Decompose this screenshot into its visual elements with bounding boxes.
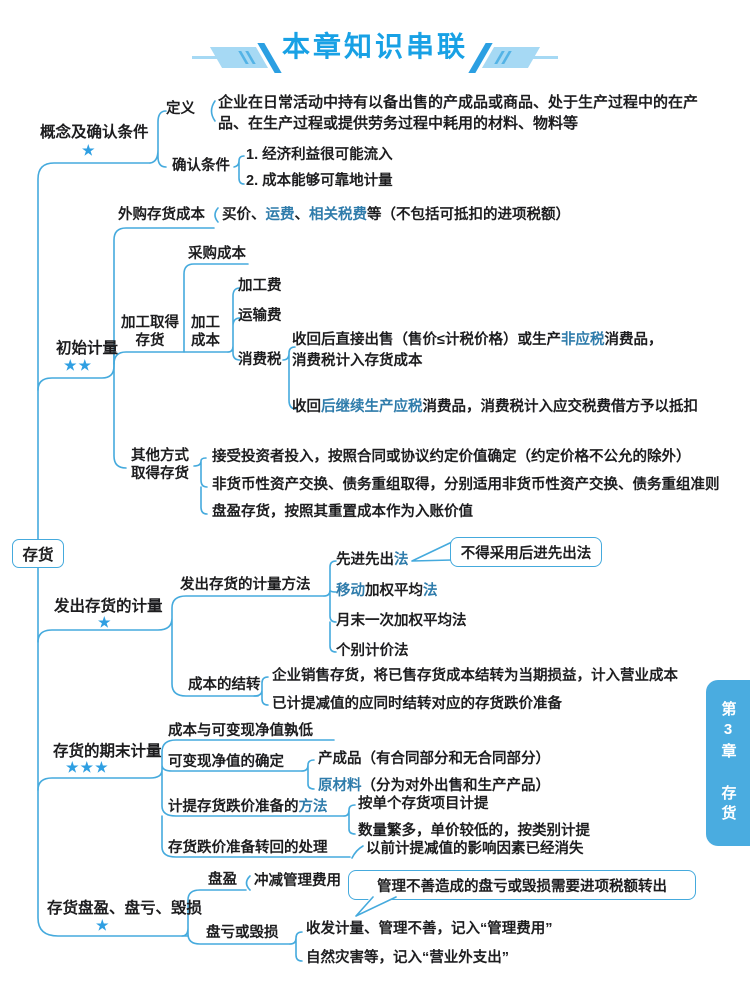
other-acquisition-item-1: 接受投资者投入，按照合同或协议约定价值确定（约定价格不公允的除外） xyxy=(212,449,691,465)
cost-carryover-item-2: 已计提减值的应同时结转对应的存货跌价准备 xyxy=(272,696,562,712)
consumption-tax-case-2: 收回后继续生产应税消费品，消费税计入应交税费借方予以抵扣 xyxy=(292,399,698,415)
root-node-inventory: 存货 xyxy=(12,539,64,568)
title-decor-right-line xyxy=(532,56,558,59)
branch-period-end-label: 存货的期末计量 xyxy=(53,743,162,760)
condition-item-2: 2. 成本能够可靠地计量 xyxy=(246,173,393,189)
other-bracket xyxy=(193,457,208,515)
conditions-bracket xyxy=(233,155,245,185)
method-moving-average: 移动加权平均法 xyxy=(336,583,438,599)
methods-bracket xyxy=(323,560,337,653)
other-acquisition-label: 其他方式取得存货 xyxy=(131,448,189,482)
nrv-raw-materials: 原材料（分为对外出售和生产产品） xyxy=(318,778,550,794)
condition-item-1: 1. 经济利益很可能流入 xyxy=(246,147,393,163)
branch-initial-measure-stars: ★★ xyxy=(64,357,94,373)
procurement-cost-label: 采购成本 xyxy=(188,246,246,262)
branch-initial-measure-label: 初始计量 xyxy=(56,340,119,357)
loss-damage-label: 盘亏或毁损 xyxy=(206,925,279,941)
loss-item-2: 自然灾害等，记入“营业外支出” xyxy=(306,950,509,966)
provision-item-1: 按单个存货项目计提 xyxy=(358,796,489,812)
purchase-brace xyxy=(214,207,219,223)
processing-fee-label: 加工费 xyxy=(238,278,282,294)
callout-no-lifo: 不得采用后进先出法 xyxy=(450,537,602,567)
branch2-mid xyxy=(113,351,229,365)
nrv-finished-goods: 产成品（有合同部分和无合同部分） xyxy=(318,751,550,767)
method-fifo: 先进先出法 xyxy=(336,552,409,568)
nrv-bracket xyxy=(301,759,315,790)
reversal-condition: 以前计提减值的影响因素已经消失 xyxy=(366,841,584,857)
consumption-tax-case-1: 收回后直接出售（售价≤计税价格）或生产非应税消费品，消费税计入存货成本 xyxy=(292,332,663,369)
loss-item-1: 收发计量、管理不善，记入“管理费用” xyxy=(306,921,553,937)
surplus-label: 盘盈 xyxy=(208,872,237,888)
branch-concept-stars: ★ xyxy=(82,142,97,158)
nrv-determination-label: 可变现净值的确定 xyxy=(168,754,284,770)
definition-label: 定义 xyxy=(166,101,195,117)
provision-bracket xyxy=(343,804,356,835)
other-acquisition-item-3: 盘盈存货，按照其重置成本作为入账价值 xyxy=(212,504,473,520)
purchased-inventory-text: 买价、运费、相关税费等（不包括可抵扣的进项税额） xyxy=(222,207,570,223)
reversal-label: 存货跌价准备转回的处理 xyxy=(168,840,328,856)
branch-concept-label: 概念及确认条件 xyxy=(40,124,149,141)
callout-vat-transfer-out: 管理不善造成的盘亏或毁损需要进项税额转出 xyxy=(348,870,696,900)
surplus-brace xyxy=(245,875,251,891)
issue-methods-label: 发出存货的计量方法 xyxy=(180,577,311,593)
branch-issue-measure-stars: ★ xyxy=(98,614,113,630)
surplus-treatment: 冲减管理费用 xyxy=(254,873,341,889)
branch-period-end-stars: ★★★ xyxy=(66,759,110,775)
method-month-end-average: 月末一次加权平均法 xyxy=(336,613,467,629)
branch-surplus-loss-label: 存货盘盈、盘亏、毁损 xyxy=(47,900,203,917)
title-decor-left-line xyxy=(192,56,218,59)
transport-fee-label: 运输费 xyxy=(238,308,282,324)
reversal-brace xyxy=(351,845,364,859)
cost-carryover-label: 成本的结转 xyxy=(188,677,261,693)
branch1-bracket xyxy=(149,110,167,168)
branch2-lower xyxy=(113,351,127,469)
definition-text: 企业在日常活动中持有以备出售的产成品或商品、处于生产过程中的在产品、在生产过程或… xyxy=(218,94,699,132)
method-specific-id: 个别计价法 xyxy=(336,643,409,659)
lower-of-cost-nrv-label: 成本与可变现净值孰低 xyxy=(168,723,313,739)
cost-carryover-item-1: 企业销售存货，将已售存货成本结转为当期损益，计入营业成本 xyxy=(272,668,678,684)
consumption-tax-label: 消费税 xyxy=(238,352,282,368)
chapter-side-tab: 第3章 存货 xyxy=(706,680,750,846)
other-acquisition-item-2: 非货币性资产交换、债务重组取得，分别适用非货币性资产交换、债务重组准则 xyxy=(212,477,720,493)
loss-bracket xyxy=(289,931,303,962)
branch-surplus-loss-stars: ★ xyxy=(96,917,111,933)
processing-acquired-label: 加工取得存货 xyxy=(121,315,179,349)
conditions-label: 确认条件 xyxy=(172,158,230,174)
purchased-inventory-label: 外购存货成本 xyxy=(118,207,205,223)
branch-issue-measure-label: 发出存货的计量 xyxy=(54,598,163,615)
definition-brace xyxy=(210,100,216,122)
page-title: 本章知识串联 xyxy=(281,31,468,62)
provision-method-label: 计提存货跌价准备的方法 xyxy=(168,799,328,815)
provision-item-2: 数量繁多，单价较低的，按类别计提 xyxy=(358,823,590,839)
callout1-wedge xyxy=(411,541,453,562)
processing-cost-label: 加工成本 xyxy=(191,315,220,349)
